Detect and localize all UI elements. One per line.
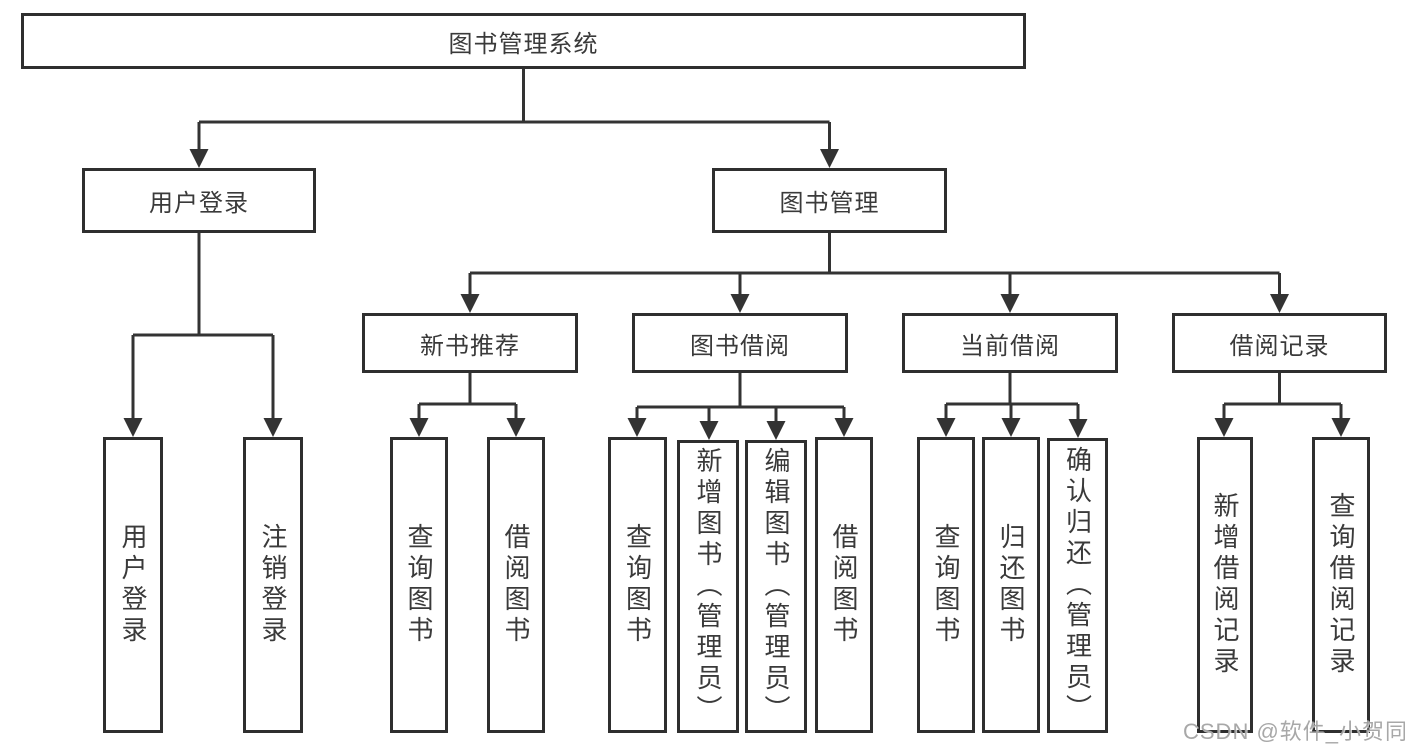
- node-leaf-add-borrow-record: 新增借阅记录: [1197, 437, 1253, 733]
- node-new-book-recommend: 新书推荐: [362, 313, 578, 373]
- node-current-borrowing: 当前借阅: [902, 313, 1118, 373]
- node-leaf-borrow-books-recommend: 借阅图书: [487, 437, 545, 733]
- node-leaf-borrow-books: 借阅图书: [815, 437, 873, 733]
- node-leaf-edit-book-admin: 编辑图书（管理员）: [745, 440, 807, 733]
- node-leaf-add-book-admin: 新增图书（管理员）: [677, 440, 739, 733]
- node-leaf-logout: 注销登录: [243, 437, 303, 733]
- node-library-management-system: 图书管理系统: [21, 13, 1026, 69]
- node-leaf-user-login: 用户登录: [103, 437, 163, 733]
- node-user-login: 用户登录: [82, 168, 316, 233]
- node-borrowing-records: 借阅记录: [1172, 313, 1387, 373]
- node-leaf-return-books: 归还图书: [982, 437, 1040, 733]
- node-leaf-query-books-recommend: 查询图书: [390, 437, 448, 733]
- node-leaf-query-books-borrowing: 查询图书: [608, 437, 667, 733]
- node-leaf-query-borrow-record: 查询借阅记录: [1312, 437, 1370, 733]
- node-book-management: 图书管理: [712, 168, 947, 233]
- node-book-borrowing: 图书借阅: [632, 313, 848, 373]
- csdn-watermark: CSDN @软件_小贺同学: [1183, 719, 1405, 744]
- node-leaf-query-books-current: 查询图书: [917, 437, 975, 733]
- node-leaf-confirm-return-admin: 确认归还（管理员）: [1047, 438, 1108, 733]
